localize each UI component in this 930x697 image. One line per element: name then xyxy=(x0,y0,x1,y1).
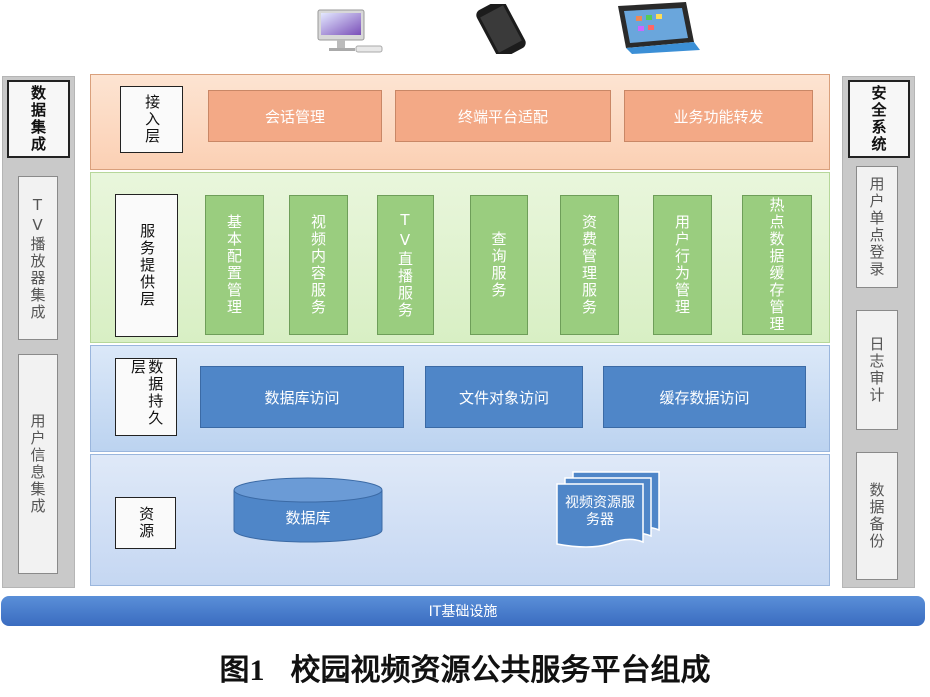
video-server-label: 视频资源服务器 xyxy=(565,495,635,528)
figure-caption: 图1 校园视频资源公共服务平台组成 xyxy=(0,645,930,688)
hot-data-cache-box: 热点数据缓存管理 xyxy=(742,195,812,335)
terminal-adaptation-box: 终端平台适配 xyxy=(395,90,611,142)
user-sso: 用户单点登录 xyxy=(856,166,898,288)
tv-live-box: TV直播服务 xyxy=(377,195,434,335)
tablet-icon xyxy=(608,2,700,54)
caption-prefix: 图 xyxy=(219,653,250,688)
log-audit: 日志审计 xyxy=(856,310,898,430)
data-backup: 数据备份 xyxy=(856,452,898,580)
access-layer-label: 接入层 xyxy=(120,86,183,153)
database-access-box: 数据库访问 xyxy=(200,366,404,428)
billing-management-box: 资费管理服务 xyxy=(560,195,619,335)
session-management-box: 会话管理 xyxy=(208,90,382,142)
security-system-header: 安全系统 xyxy=(848,80,910,158)
database-label: 数据库 xyxy=(285,508,331,527)
file-object-access-box: 文件对象访问 xyxy=(425,366,583,428)
function-forwarding-box: 业务功能转发 xyxy=(624,90,813,142)
cache-data-access-box: 缓存数据访问 xyxy=(603,366,806,428)
user-info-integration: 用户信息集成 xyxy=(18,354,58,574)
service-layer xyxy=(90,172,830,343)
service-layer-label: 服务提供层 xyxy=(115,194,178,337)
it-infrastructure-bar: IT基础设施 xyxy=(1,596,925,626)
smartphone-icon xyxy=(465,0,537,59)
resource-layer-label: 资源 xyxy=(115,497,176,549)
data-integration-header: 数据集成 xyxy=(7,80,70,158)
tv-player-integration: TV播放器集成 xyxy=(18,176,58,340)
query-service-box: 查询服务 xyxy=(470,195,528,335)
video-server-stack-icon xyxy=(555,470,665,548)
caption-number: 1 xyxy=(249,654,265,687)
desktop-icon xyxy=(312,8,384,54)
caption-title: 校园视频资源公共服务平台组成 xyxy=(290,653,711,688)
basic-config-box: 基本配置管理 xyxy=(205,195,264,335)
resource-layer xyxy=(90,454,830,586)
user-behavior-box: 用户行为管理 xyxy=(653,195,712,335)
database-cylinder-icon xyxy=(232,476,384,544)
video-content-box: 视频内容服务 xyxy=(289,195,348,335)
persistence-layer-label: 数据持久层 xyxy=(115,358,177,436)
